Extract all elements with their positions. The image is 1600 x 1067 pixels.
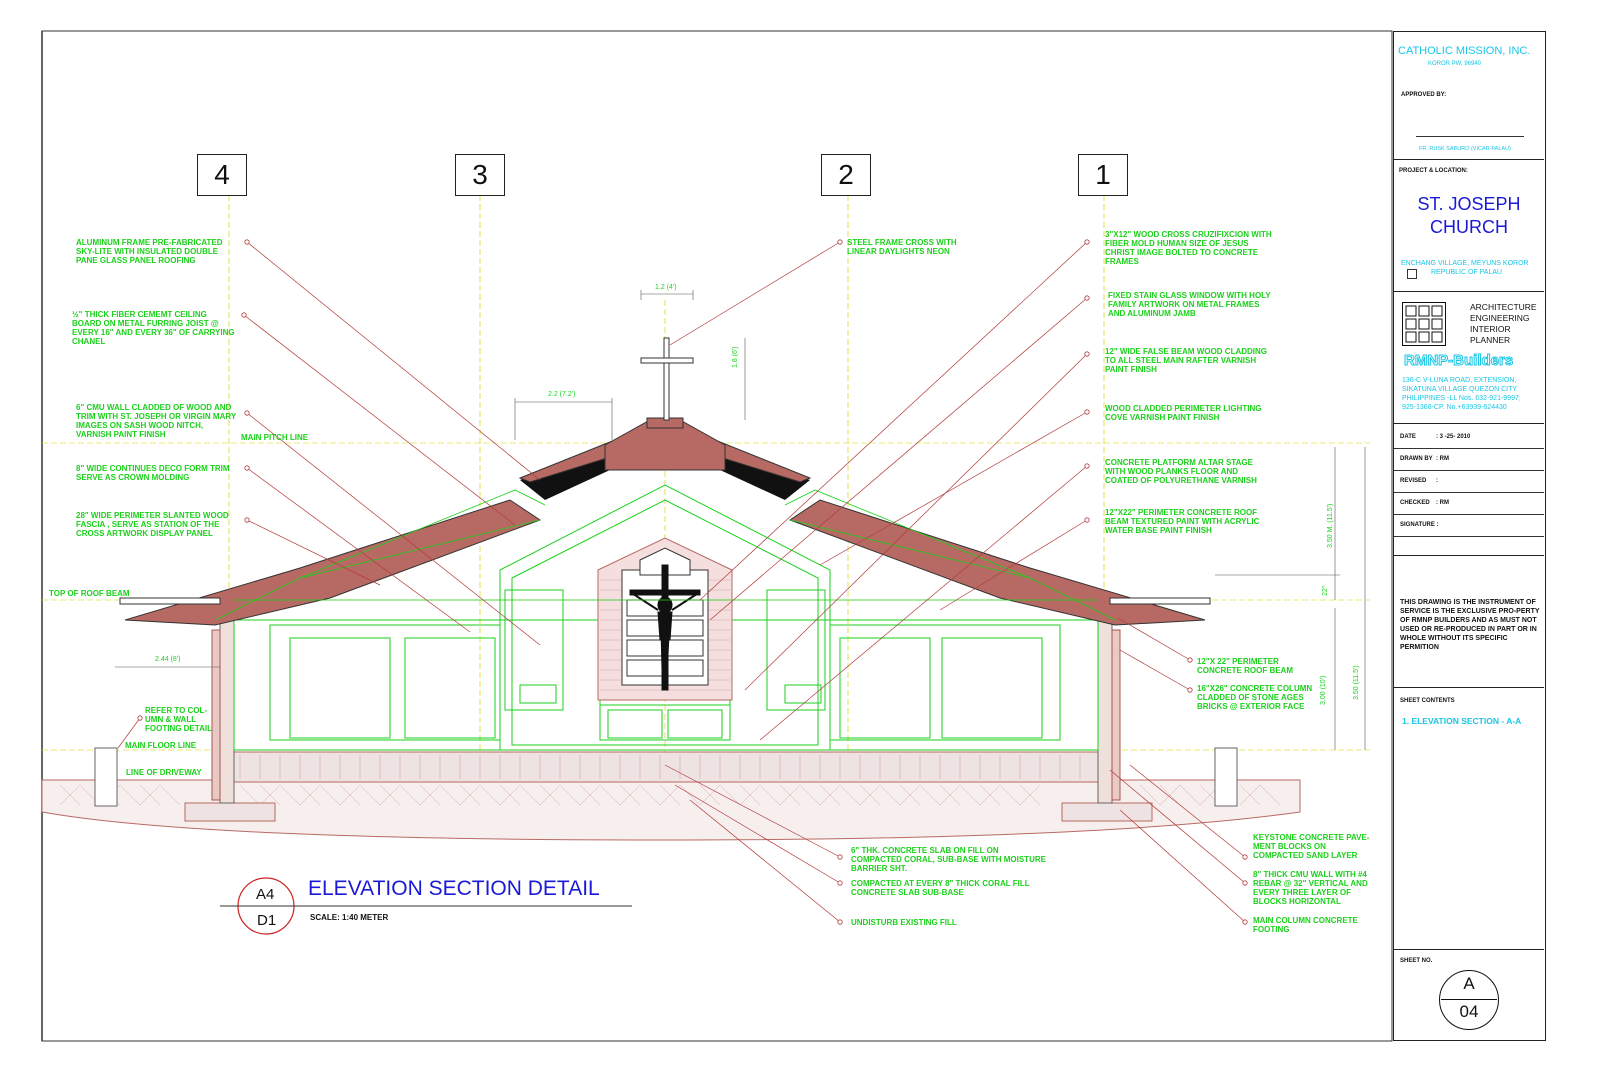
sheet-contents-item: 1. ELEVATION SECTION - A-A <box>1402 716 1522 726</box>
approved-by-label: APPROVED BY: <box>1401 92 1447 98</box>
date-row: DATE : 3 -25- 2010 <box>1394 426 1544 449</box>
grid-label-1: 1 <box>1078 154 1128 196</box>
note-steel-cross: STEEL FRAME CROSS WITH LINEAR DAYLIGHTS … <box>847 238 957 256</box>
revision-section: DATE : 3 -25- 2010 DRAWN BY : RM REVISED… <box>1394 426 1544 556</box>
note-roof-beam-2: 12"x 22" PERIMETER CONCRETE ROOF BEAM <box>1197 657 1293 675</box>
revised-row: REVISED : <box>1394 470 1544 493</box>
sheet-no-label: SHEET NO. <box>1400 958 1433 964</box>
project-label: PROJECT & LOCATION: <box>1399 168 1468 174</box>
revised-label: REVISED <box>1400 478 1427 484</box>
location-line1: ENCHANG VILLAGE, MEYUNS KOROR <box>1401 260 1529 267</box>
note-column-footing: MAIN COLUMN CONCRETE FOOTING <box>1253 916 1358 934</box>
signature-label: SIGNATURE : <box>1400 522 1439 528</box>
note-cmu-wall: 6" CMU WALL CLADDED OF WOOD AND TRIM WIT… <box>76 403 237 439</box>
dim-cross-height: 1.8 (6') <box>732 346 739 368</box>
revised-value: : <box>1436 478 1438 484</box>
dim-eave-overhang: 2.44 (8') <box>155 656 181 663</box>
note-slab: 6" THK. CONCRETE SLAB ON FILL ON COMPACT… <box>851 846 1046 873</box>
approver-name: FR. RUSK SABURO (VICAR-PALAU) <box>1419 146 1511 152</box>
dim-wall-height-b: 3.50 (11.5') <box>1353 665 1360 700</box>
firm-logo-icon <box>1402 302 1446 346</box>
sheet-number: 04 <box>1459 1002 1479 1021</box>
sheet-number-divider <box>1441 999 1497 1000</box>
firm-address: 136-C V-LUNA ROAD, EXTENSION, SIKATUNA V… <box>1402 376 1521 412</box>
location-line2: REPUBLIC OF PALAU <box>1431 269 1503 276</box>
signature-row: SIGNATURE : <box>1394 514 1544 537</box>
sheet-number-section: SHEET NO. A 04 <box>1394 952 1544 1040</box>
note-fascia: 28" WIDE PERIMETER SLANTED WOOD FASCIA ,… <box>76 511 229 538</box>
firm-address-line: 136-C V-LUNA ROAD, EXTENSION, <box>1402 377 1517 384</box>
level-top-of-roof-beam: TOP OF ROOF BEAM <box>49 589 130 598</box>
project-name-line1: ST. JOSEPH <box>1417 194 1521 214</box>
title-block: CATHOLIC MISSION, INC. KOROR PW, 96940 A… <box>1393 31 1546 1041</box>
note-skylite: ALUMINUM FRAME PRE-FABRICATED SKY-LITE W… <box>76 238 223 265</box>
level-main-floor: MAIN FLOOR LINE <box>125 741 197 750</box>
date-label: DATE <box>1400 434 1416 440</box>
note-column: 16"X26" CONCRETE COLUMN CLADDED OF STONE… <box>1197 684 1313 711</box>
dim-ridge-width: 2.2 (7.2') <box>548 391 576 398</box>
sheet-contents-section: SHEET CONTENTS 1. ELEVATION SECTION - A-… <box>1394 690 1544 950</box>
dim-cross-width: 1.2 (4') <box>655 284 677 291</box>
drawn-row: DRAWN BY : RM <box>1394 448 1544 471</box>
note-coral-fill: COMPACTED AT EVERY 8" THICK CORAL FILL C… <box>851 879 1030 897</box>
sheet-number-circle <box>1439 970 1499 1030</box>
firm-address-line: 925-1368-CP. No.+63939-624430 <box>1402 404 1507 411</box>
grid-label-3: 3 <box>455 154 505 196</box>
level-driveway: LINE OF DRIVEWAY <box>126 768 202 777</box>
note-existing-fill: UNDISTURB EXISTING FILL <box>851 918 957 927</box>
grid-label-2: 2 <box>821 154 871 196</box>
note-pavement: KEYSTONE CONCRETE PAVE-MENT BLOCKS ON CO… <box>1253 833 1370 860</box>
signature-line <box>1416 136 1524 137</box>
drawing-title: ELEVATION SECTION DETAIL <box>308 877 600 900</box>
dim-beam-depth: 22" <box>1322 585 1329 596</box>
firm-name: RMNP-Builders <box>1403 352 1514 370</box>
location-checkbox <box>1407 269 1417 279</box>
checked-label: CHECKED <box>1400 500 1430 506</box>
date-value: : 3 -25- 2010 <box>1436 434 1471 440</box>
note-footing-ref: REFER TO COL-UMN & WALL FOOTING DETAIL <box>145 706 212 733</box>
note-altar-stage: CONCRETE PLATFORM ALTAR STAGE WITH WOOD … <box>1105 458 1257 485</box>
note-roof-beam: 12"X22" PERIMETER CONCRETE ROOF BEAM TEX… <box>1105 508 1260 535</box>
client-section: CATHOLIC MISSION, INC. KOROR PW, 96940 A… <box>1394 32 1544 160</box>
level-main-pitch: MAIN PITCH LINE <box>241 433 309 442</box>
note-stain-glass: FIXED STAIN GLASS WINDOW WITH HOLY FAMIL… <box>1108 291 1271 318</box>
project-section: PROJECT & LOCATION: ST. JOSEPH CHURCH EN… <box>1394 162 1544 292</box>
drawing-ref-bottom: D1 <box>257 912 277 929</box>
service-planner: PLANNER <box>1470 335 1511 345</box>
dim-roof-height: 3.50 M. (11.5') <box>1327 503 1334 548</box>
note-ceiling-board: ½" THICK FIBER CEMEMT CEILING BOARD ON M… <box>72 310 235 346</box>
service-engineering: ENGINEERING <box>1470 313 1530 323</box>
service-interior: INTERIOR <box>1470 324 1511 334</box>
drawn-label: DRAWN BY <box>1400 456 1433 462</box>
notice-section: THIS DRAWING IS THE INSTRUMENT OF SERVIC… <box>1394 558 1544 688</box>
client-name: CATHOLIC MISSION, INC. <box>1398 45 1531 57</box>
checked-row: CHECKED : RM <box>1394 492 1544 515</box>
firm-address-line: SIKATUNA VILLAGE QUEZON CITY <box>1402 386 1518 393</box>
dim-wall-height-a: 3.00 (10') <box>1320 675 1327 705</box>
firm-section: ARCHITECTURE ENGINEERING INTERIOR PLANNE… <box>1394 294 1544 424</box>
grid-label-4: 4 <box>197 154 247 196</box>
firm-services: ARCHITECTURE ENGINEERING INTERIOR PLANNE… <box>1470 302 1537 346</box>
drawing-scale: SCALE: 1:40 METER <box>310 913 389 922</box>
project-name-line2: CHURCH <box>1430 217 1508 237</box>
sheet-contents-label: SHEET CONTENTS <box>1400 698 1455 704</box>
note-crown-molding: 8" WIDE CONTINUES DECO FORM TRIM SERVE A… <box>76 464 230 482</box>
drawn-value: : RM <box>1436 456 1449 462</box>
service-architecture: ARCHITECTURE <box>1470 302 1537 312</box>
note-cmu-rebar: 8" THICK CMU WALL WITH #4 REBAR @ 32" VE… <box>1253 870 1368 906</box>
ownership-notice: THIS DRAWING IS THE INSTRUMENT OF SERVIC… <box>1400 599 1540 651</box>
note-false-beam: 12" WIDE FALSE BEAM WOOD CLADDING TO ALL… <box>1105 347 1268 374</box>
note-lighting-cove: WOOD CLADDED PERIMETER LIGHTING COVE VAR… <box>1105 404 1262 422</box>
client-address: KOROR PW, 96940 <box>1428 61 1482 67</box>
note-crucifix: 3"X12" WOOD CROSS CRUZIFIXCION WITH FIBE… <box>1105 230 1272 266</box>
sheet-letter: A <box>1463 974 1475 993</box>
firm-address-line: PHILIPPINES -LL Nos. 632-921-9997, <box>1402 395 1521 402</box>
drawing-ref-top: A4 <box>256 886 275 903</box>
checked-value: : RM <box>1436 500 1449 506</box>
